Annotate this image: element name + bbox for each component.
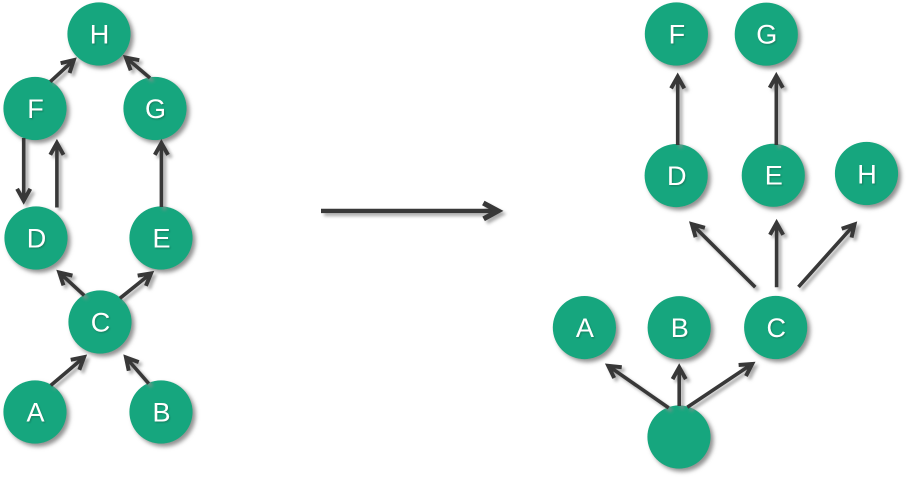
svg-text:D: D (27, 223, 47, 253)
svg-text:B: B (671, 313, 689, 343)
svg-text:H: H (857, 160, 877, 190)
svg-text:C: C (91, 307, 111, 337)
svg-text:F: F (27, 94, 44, 124)
svg-text:B: B (152, 397, 170, 427)
svg-text:A: A (26, 397, 44, 427)
svg-text:G: G (756, 20, 777, 50)
svg-text:D: D (667, 161, 687, 191)
svg-text:A: A (576, 313, 594, 343)
svg-text:F: F (669, 19, 686, 49)
svg-text:G: G (145, 94, 166, 124)
svg-text:E: E (765, 161, 783, 191)
svg-text:C: C (766, 313, 786, 343)
svg-text:H: H (90, 19, 110, 49)
svg-text:E: E (152, 223, 170, 253)
